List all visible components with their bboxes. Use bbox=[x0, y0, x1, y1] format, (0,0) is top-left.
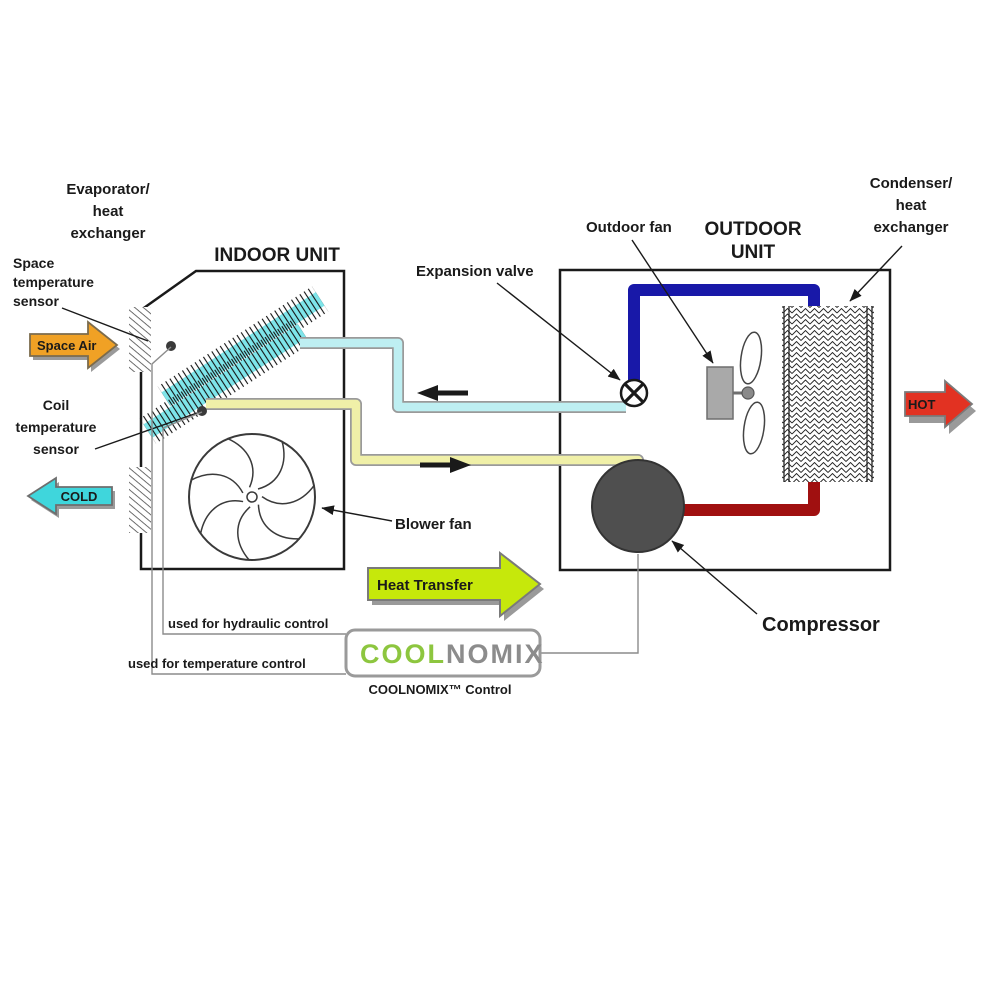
condenser-label-line2: heat bbox=[896, 197, 927, 214]
blower-fan-leader-line bbox=[321, 505, 393, 522]
compressor bbox=[591, 459, 685, 553]
blower-fan bbox=[188, 433, 316, 561]
space-sensor-leader-line bbox=[61, 307, 149, 342]
discharge-pipe-blue bbox=[628, 284, 820, 381]
coolnomix-logo: COOLNOMIX bbox=[360, 639, 545, 669]
expansion-valve-leader-line bbox=[496, 282, 621, 381]
heat-transfer-arrow: Heat Transfer bbox=[367, 550, 544, 621]
cold-air-grille bbox=[129, 467, 151, 533]
condenser-pipe-red bbox=[684, 478, 820, 516]
space-sensor-label-line1: Space bbox=[13, 255, 54, 271]
hot-arrow-label: HOT bbox=[908, 397, 936, 412]
labels: Evaporator/ heat exchanger INDOOR UNIT S… bbox=[13, 175, 953, 697]
hydraulic-control-wire bbox=[162, 411, 346, 635]
coil-sensor-label-line1: Coil bbox=[43, 397, 69, 413]
flow-arrow-left-icon bbox=[417, 385, 468, 401]
condenser-label-line3: exchanger bbox=[873, 219, 948, 236]
expansion-valve bbox=[619, 378, 649, 408]
temperature-control-wire bbox=[151, 346, 346, 675]
heat-transfer-arrow-label: Heat Transfer bbox=[377, 577, 473, 594]
space-air-arrow-label: Space Air bbox=[37, 338, 97, 353]
evaporator-label-line3: exchanger bbox=[70, 225, 145, 242]
indoor-unit-title: INDOOR UNIT bbox=[214, 245, 340, 266]
coil-temperature-sensor-dot bbox=[197, 406, 207, 416]
coil-sensor-label-line2: temperature bbox=[16, 419, 97, 435]
flow-arrow-right-icon bbox=[420, 457, 471, 473]
compressor-leader-line bbox=[671, 540, 758, 615]
outdoor-fan-motor bbox=[706, 366, 734, 420]
liquid-pipe-cyan bbox=[300, 337, 626, 413]
space-sensor-label-line2: temperature bbox=[13, 274, 94, 290]
evaporator-coil-bottom bbox=[139, 318, 311, 444]
space-sensor-label-line3: sensor bbox=[13, 293, 59, 309]
condenser-coil bbox=[782, 306, 874, 482]
logo-nomix-text: NOMIX bbox=[446, 639, 545, 669]
outdoor-fan-label: Outdoor fan bbox=[586, 219, 672, 236]
outdoor-unit-title-line2: UNIT bbox=[731, 242, 776, 263]
expansion-valve-label: Expansion valve bbox=[416, 263, 534, 280]
blower-fan-hub bbox=[246, 491, 258, 503]
hydraulic-control-wire-label: used for hydraulic control bbox=[168, 616, 328, 631]
evaporator-label-line1: Evaporator/ bbox=[66, 181, 150, 198]
coolnomix-controller: COOLNOMIX bbox=[344, 628, 545, 678]
compressor-label: Compressor bbox=[762, 614, 880, 636]
compressor-control-wire bbox=[540, 554, 639, 654]
temperature-control-wire-label: used for temperature control bbox=[128, 656, 306, 671]
coil-sensor-leader-line bbox=[94, 412, 198, 450]
outdoor-fan-blade-top bbox=[739, 331, 763, 385]
space-air-arrow: Space Air bbox=[29, 320, 120, 372]
cold-air-arrow: COLD bbox=[26, 476, 115, 518]
condenser-label-line1: Condenser/ bbox=[870, 175, 953, 192]
evaporator-label-line2: heat bbox=[93, 203, 124, 220]
supply-air-grille bbox=[129, 307, 151, 372]
blower-fan-blades bbox=[190, 437, 316, 561]
hot-air-arrow: HOT bbox=[904, 379, 976, 434]
condenser-leader-line bbox=[849, 245, 903, 302]
outdoor-unit-title-line1: OUTDOOR bbox=[704, 219, 801, 240]
outdoor-fan-blade-bottom bbox=[742, 401, 766, 455]
logo-cool-text: COOL bbox=[360, 639, 446, 669]
outdoor-fan bbox=[706, 331, 766, 455]
outdoor-fan-leader-line bbox=[631, 239, 714, 364]
coolnomix-caption: COOLNOMIX™ Control bbox=[369, 682, 512, 697]
cold-arrow-label: COLD bbox=[61, 489, 98, 504]
blower-fan-label: Blower fan bbox=[395, 516, 472, 533]
outdoor-fan-hub bbox=[741, 386, 755, 400]
coil-sensor-label-line3: sensor bbox=[33, 441, 79, 457]
